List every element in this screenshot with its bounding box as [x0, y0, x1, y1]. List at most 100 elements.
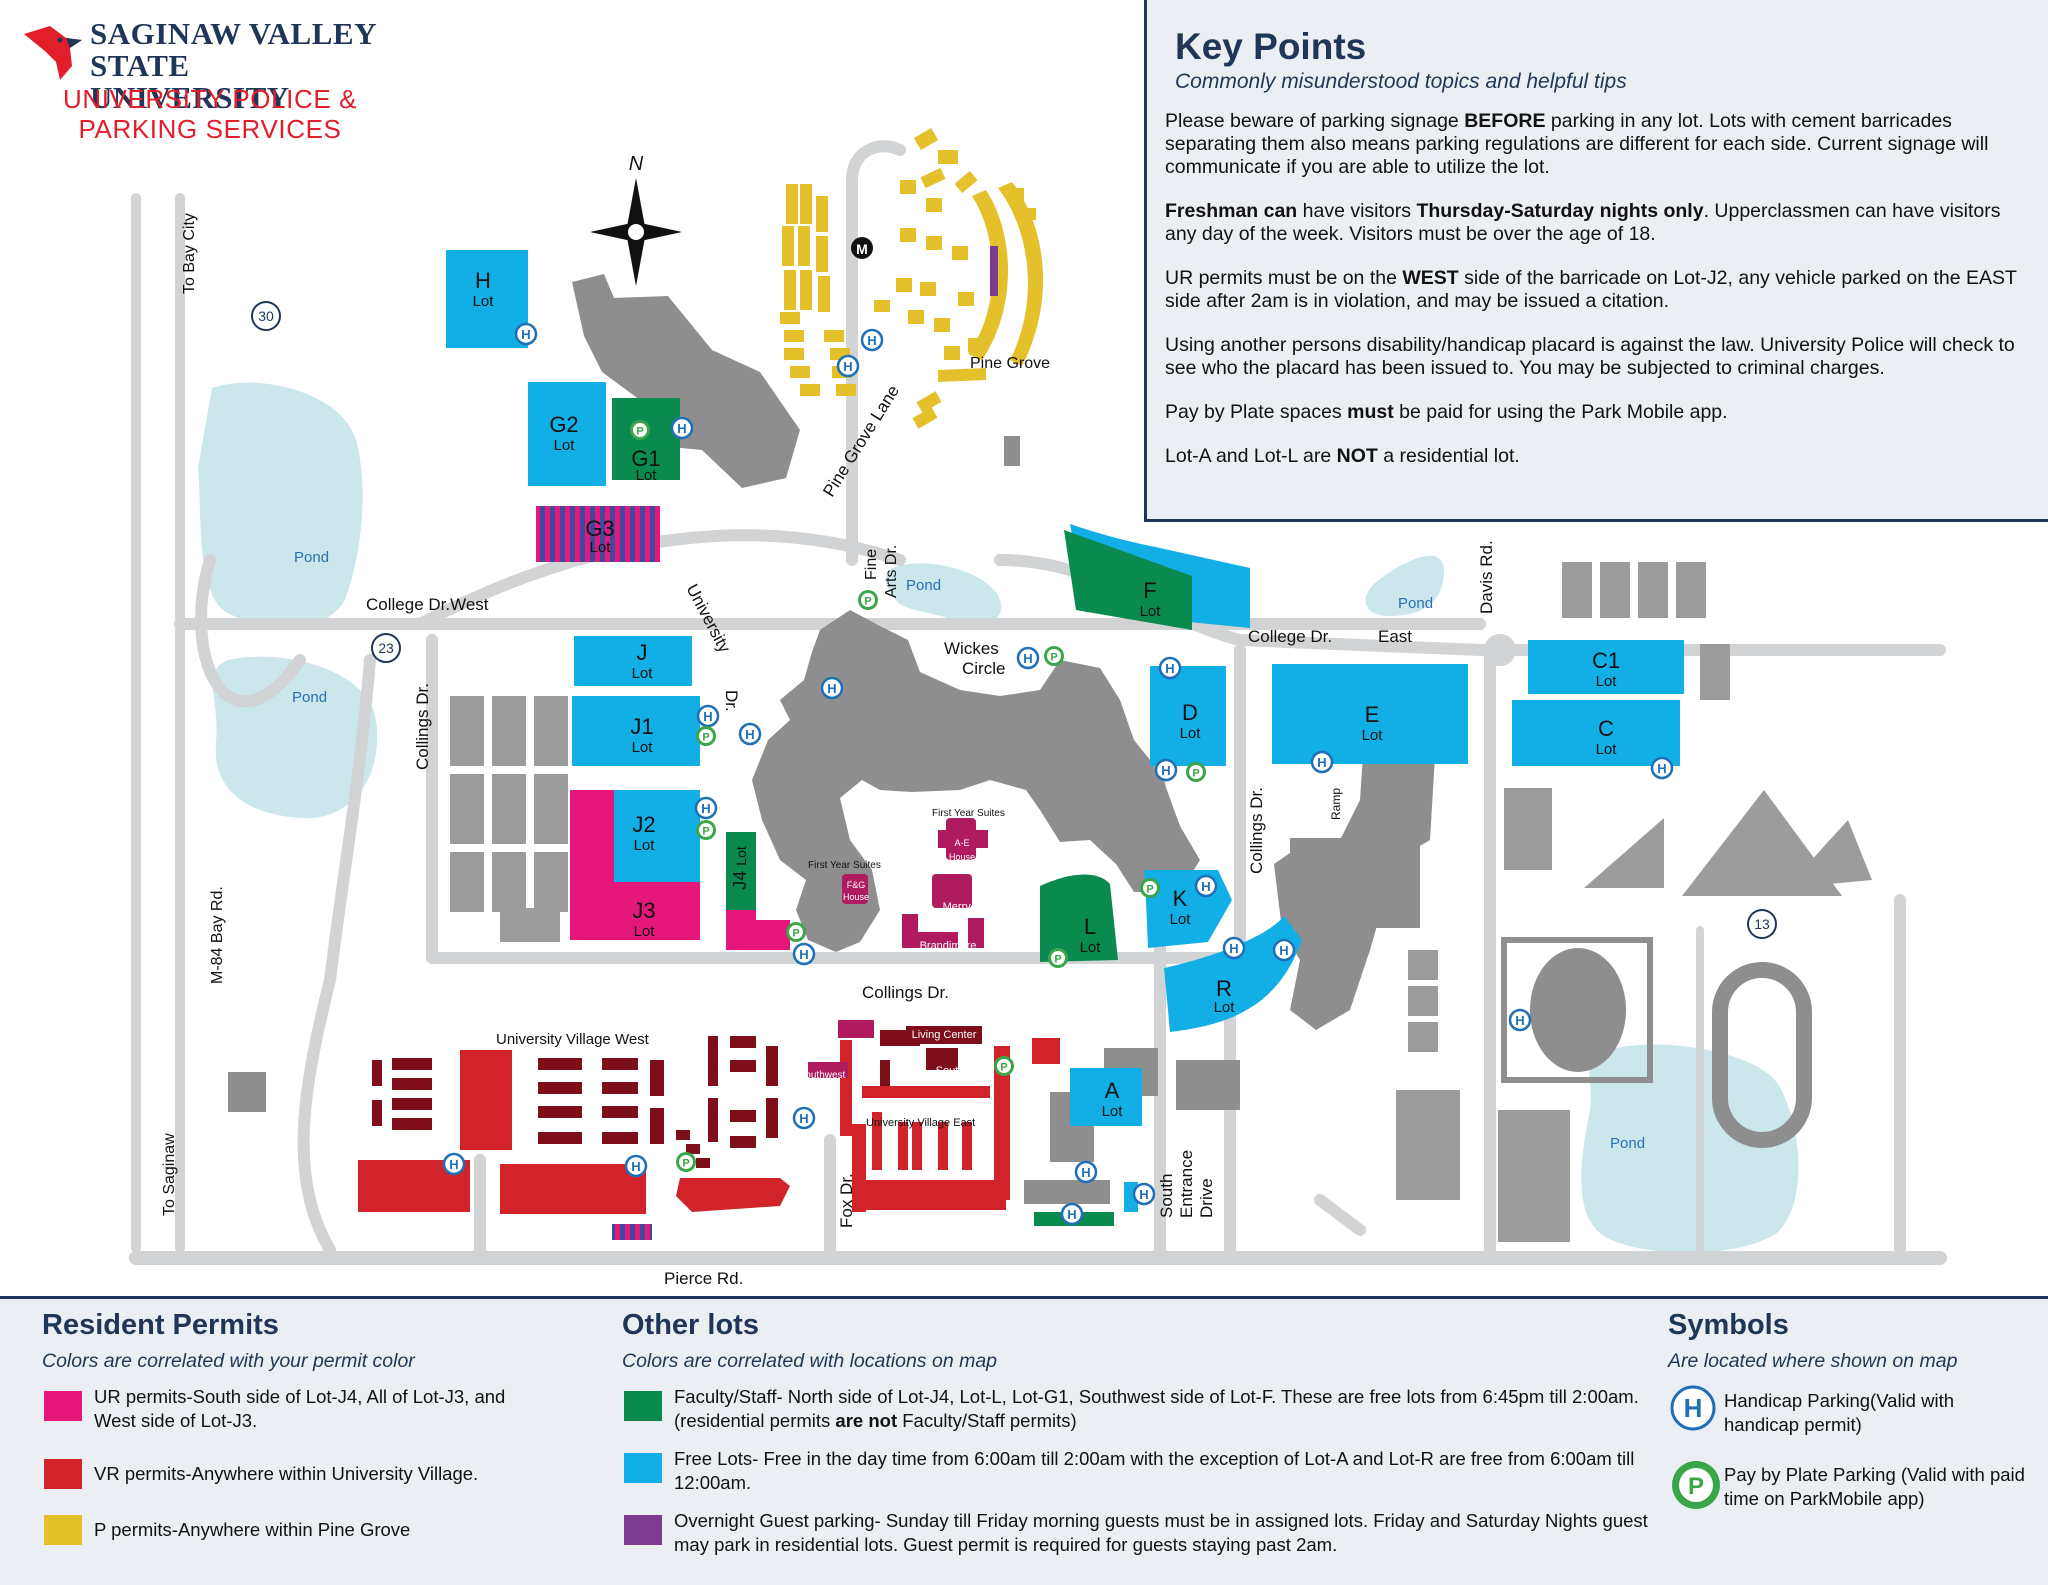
- southwest-hall: [808, 1020, 874, 1078]
- other-lots-title: Other lots: [622, 1309, 759, 1341]
- key-point-item: Lot-A and Lot-L are NOT a residential lo…: [1165, 445, 1520, 467]
- handicap-marker-icon: H: [1132, 1182, 1156, 1206]
- pay-by-plate-marker-icon: P: [1048, 948, 1068, 968]
- handicap-marker-icon: H: [1310, 750, 1334, 774]
- key-point-item: Using another persons disability/handica…: [1165, 334, 2015, 379]
- lot-label: F: [1143, 578, 1156, 603]
- key-points-title: Key Points: [1175, 26, 1367, 67]
- svg-text:F&G: F&G: [847, 880, 866, 890]
- svg-text:H: H: [867, 333, 876, 348]
- lot-label: Lot: [1596, 741, 1618, 758]
- lot-label: Lot: [473, 293, 495, 310]
- pay-by-plate-marker-icon: P: [696, 726, 716, 746]
- svg-text:Dr.: Dr.: [722, 690, 741, 712]
- svg-text:To Bay City: To Bay City: [181, 213, 198, 294]
- free-lots-swatch: [624, 1453, 662, 1483]
- svg-text:H: H: [1201, 879, 1210, 894]
- svg-text:Arts Dr.: Arts Dr.: [883, 545, 900, 598]
- svg-text:P: P: [1050, 652, 1057, 664]
- handicap-marker-icon: H: [1154, 758, 1178, 782]
- svg-text:University Village West: University Village West: [496, 1031, 650, 1048]
- handicap-marker-icon: H: [1650, 756, 1674, 780]
- svg-text:Pond: Pond: [1398, 595, 1433, 612]
- lot-label: J4 Lot: [730, 846, 750, 890]
- compass-rose: N: [590, 153, 682, 286]
- route-23-shield: 23: [371, 633, 401, 663]
- pine-grove-housing: [780, 127, 1044, 429]
- svg-text:H: H: [1515, 1013, 1524, 1028]
- svg-text:H: H: [449, 1157, 458, 1172]
- lot-label: Lot: [1214, 999, 1236, 1016]
- lot-label: H: [475, 268, 491, 293]
- resident-permits-title: Resident Permits: [42, 1309, 279, 1341]
- handicap-marker-icon: H: [514, 322, 538, 346]
- handicap-marker-icon: H: [738, 722, 762, 746]
- svg-text:House: House: [843, 892, 869, 902]
- svg-text:College Dr.: College Dr.: [1248, 627, 1332, 646]
- svg-text:H: H: [843, 359, 852, 374]
- lot-label: Lot: [590, 539, 612, 556]
- m-marker: M: [851, 237, 873, 259]
- svg-text:H: H: [1067, 1207, 1076, 1222]
- legend-row-free: Free Lots- Free in the day time from 6:0…: [622, 1447, 1652, 1495]
- other-lots-subtitle: Colors are correlated with locations on …: [622, 1350, 998, 1372]
- svg-text:H: H: [1139, 1187, 1148, 1202]
- handicap-marker-icon: H: [1158, 656, 1182, 680]
- university-village-west: [372, 1036, 778, 1168]
- svg-text:H: H: [1657, 761, 1666, 776]
- lot-label: Lot: [1180, 725, 1202, 742]
- svg-text:Collings Dr.: Collings Dr.: [413, 683, 432, 770]
- svg-text:University Village East: University Village East: [866, 1117, 975, 1129]
- svg-text:P: P: [1146, 884, 1153, 896]
- pay-by-plate-marker-icon: P: [1186, 762, 1206, 782]
- svg-text:H: H: [631, 1159, 640, 1174]
- handicap-marker-icon: H: [1194, 874, 1218, 898]
- university-name: SAGINAW VALLEY STATE UNIVERSITY: [90, 16, 377, 115]
- lot-label: Lot: [632, 739, 654, 756]
- legend-row-pay-by-plate: P Pay by Plate Parking (Valid with paid …: [1668, 1459, 2028, 1519]
- p-permit-swatch: [44, 1515, 82, 1545]
- overnight-guest-swatch: [624, 1515, 662, 1545]
- svg-text:P: P: [702, 732, 709, 744]
- lot-label: G3: [585, 516, 614, 541]
- lot-label: Lot: [1140, 603, 1162, 620]
- handicap-icon: H: [1670, 1385, 1716, 1431]
- handicap-marker-icon: H: [442, 1152, 466, 1176]
- resident-permits-subtitle: Colors are correlated with your permit c…: [42, 1350, 415, 1372]
- resident-permits-legend: Resident Permits Colors are correlated w…: [42, 1309, 542, 1563]
- svg-text:Collings Dr.: Collings Dr.: [1247, 787, 1266, 874]
- route-13-shield: 13: [1747, 909, 1777, 939]
- svg-text:P: P: [792, 928, 799, 940]
- svg-text:To Saginaw: To Saginaw: [161, 1133, 178, 1216]
- svg-text:M-84 Bay Rd.: M-84 Bay Rd.: [209, 886, 226, 984]
- svg-text:Merry Jo: Merry Jo: [943, 901, 986, 913]
- svg-text:Brandimore: Brandimore: [920, 940, 977, 952]
- svg-text:Entrance: Entrance: [1177, 1150, 1196, 1218]
- pay-by-plate-marker-icon: P: [858, 590, 878, 610]
- svg-text:P: P: [1054, 954, 1061, 966]
- pine-grove-guest-strip: [990, 246, 998, 296]
- map-labels: To Bay City To Saginaw M-84 Bay Rd. Coll…: [161, 213, 1645, 1288]
- svg-text:Pierce Rd.: Pierce Rd.: [664, 1269, 743, 1288]
- first-year-suites: [842, 818, 988, 948]
- svg-text:Pine Grove Lane: Pine Grove Lane: [819, 382, 903, 500]
- svg-text:H: H: [1279, 943, 1288, 958]
- lot-label: Lot: [634, 837, 656, 854]
- handicap-marker-icon: H: [624, 1154, 648, 1178]
- handicap-marker-icon: H: [1074, 1160, 1098, 1184]
- svg-text:P: P: [1000, 1062, 1007, 1074]
- svg-text:Fox Dr.: Fox Dr.: [837, 1173, 856, 1228]
- svg-text:H: H: [1684, 1393, 1703, 1423]
- svg-text:First Year Suites: First Year Suites: [932, 808, 1005, 819]
- lot-label: E: [1365, 702, 1380, 727]
- vr-permit-swatch: [44, 1459, 82, 1489]
- svg-text:P: P: [1192, 768, 1199, 780]
- pay-by-plate-icon: P: [1672, 1461, 1720, 1509]
- route-shields: 30 23 13: [251, 301, 1777, 939]
- lot-labels: H Lot G2 Lot G1 Lot G3 Lot J Lot J1 Lot …: [473, 268, 1620, 1120]
- handicap-marker-icon: H: [792, 1106, 816, 1130]
- pay-by-plate-marker-icon: P: [994, 1056, 1014, 1076]
- svg-text:Circle: Circle: [962, 659, 1005, 678]
- lot-label: C1: [1592, 648, 1620, 673]
